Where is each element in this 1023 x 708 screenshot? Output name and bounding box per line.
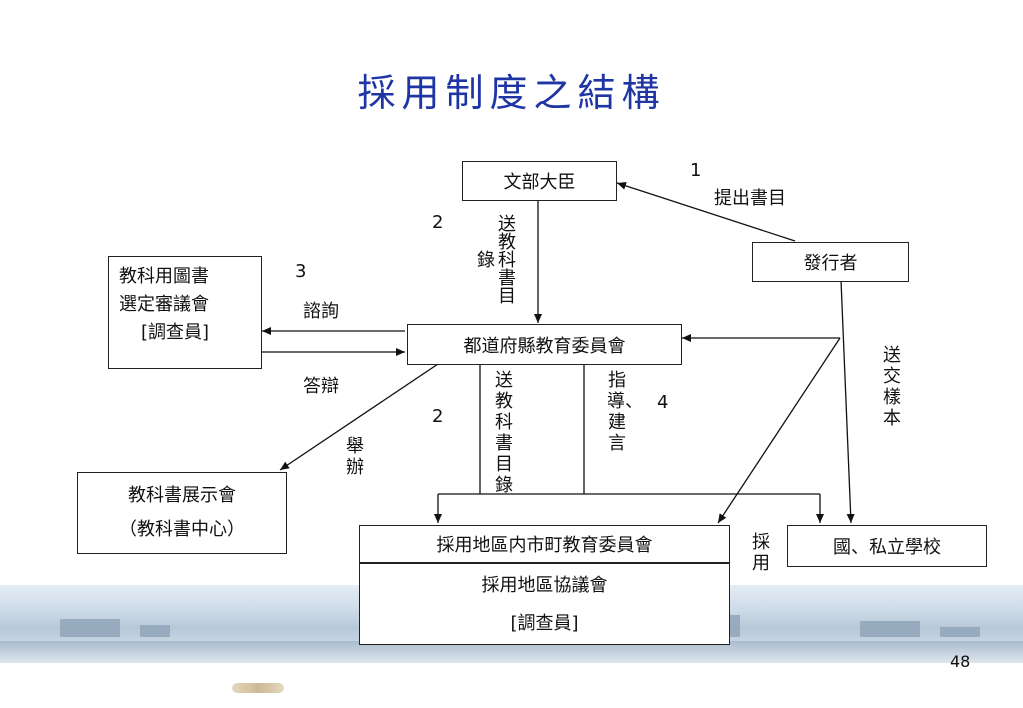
municipal-board-box: 採用地區内市町教育委員會 採用地區協議會 [調查員] (359, 525, 730, 645)
publisher-box: 發行者 (752, 242, 909, 282)
reply-label: 答辯 (303, 376, 339, 397)
exhibit-line2: （教科書中心） (119, 519, 245, 540)
step-number-2-top: 2 (432, 212, 444, 233)
municipal-board-line1: 採用地區内市町教育委員會 (360, 526, 729, 564)
exhibit-box: 教科書展示會 （教科書中心） (77, 472, 287, 554)
consult-label: 諮詢 (303, 301, 339, 322)
council-line2: 選定審議會 (119, 294, 209, 315)
send-samples-label: 送交樣本 (883, 345, 901, 429)
arrow-publisher-to-municipal (717, 337, 841, 524)
schools-box: 國、私立學校 (787, 525, 987, 567)
step-number-4: 4 (657, 392, 669, 413)
submit-list-label: 提出書目 (714, 188, 786, 209)
minister-box: 文部大臣 (462, 161, 617, 201)
council-line3: [調查員] (141, 322, 210, 343)
municipal-board-line3: [調查員] (510, 613, 579, 634)
publisher-label: 發行者 (803, 253, 858, 274)
minister-label: 文部大臣 (503, 172, 576, 193)
schools-label: 國、私立學校 (833, 537, 941, 558)
council-line1: 教科用圖書 (119, 266, 209, 287)
send-list-bottom-label: 送教科書目錄 (495, 370, 513, 496)
step-number-3: 3 (295, 261, 307, 282)
page-title: 採用制度之結構 (357, 71, 666, 115)
adopt-label: 採用 (752, 532, 770, 574)
arrow-publisher-to-schools (840, 279, 855, 524)
arrow-prefecture-to-exhibit (279, 363, 439, 471)
send-list-top-label: 送教科書目錄 (474, 214, 516, 304)
prefecture-board-box: 都道府縣教育委員會 (407, 324, 682, 365)
step-number-2-bottom: 2 (432, 406, 444, 427)
arrow-publisher-to-minister (616, 181, 796, 242)
municipal-board-line2: 採用地區協議會 (481, 575, 608, 596)
footer-logo (232, 683, 284, 693)
page-number: 48 (950, 652, 971, 671)
step-number-1: 1 (690, 160, 702, 181)
guidance-label: 指導、建言 (607, 370, 643, 454)
organize-label: 舉辦 (346, 436, 364, 478)
prefecture-board-label: 都道府縣教育委員會 (463, 335, 626, 357)
council-box: 教科用圖書 選定審議會 [調查員] (108, 256, 262, 369)
exhibit-line1: 教科書展示會 (128, 485, 236, 506)
